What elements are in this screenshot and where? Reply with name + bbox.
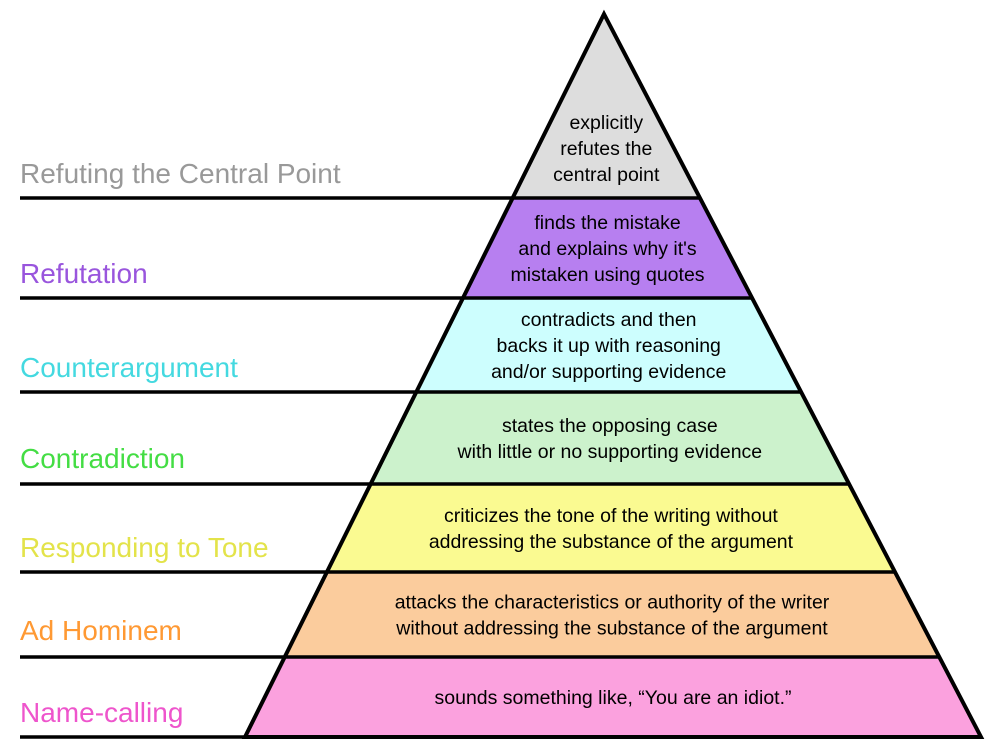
level-description-responding-to-tone: criticizes the tone of the writing witho…: [429, 505, 794, 553]
description-line: and explains why it's: [518, 238, 696, 260]
pyramid-outline: [241, 9, 985, 739]
description-line: finds the mistake: [534, 212, 680, 234]
description-line: states the opposing case: [502, 415, 718, 437]
level-title-responding-to-tone: Responding to Tone: [20, 532, 269, 563]
level-title-contradiction: Contradiction: [20, 443, 185, 474]
description-line: attacks the characteristics or authority…: [395, 592, 830, 614]
level-description-refutation: finds the mistake and explains why it's mi…: [511, 212, 705, 286]
band-contradiction: [370, 392, 850, 484]
level-descriptions: explicitly refutes the central point finds …: [395, 112, 830, 709]
description-line: central point: [553, 164, 660, 186]
band-refutation: [462, 198, 753, 298]
level-description-name-calling: sounds something like, “You are an idiot…: [435, 687, 792, 709]
pyramid-bands: [245, 14, 981, 737]
level-description-refuting-the-central-point: explicitly refutes the central point: [553, 112, 660, 186]
description-line: sounds something like, “You are an idiot…: [435, 687, 792, 709]
description-line: explicitly: [569, 112, 643, 134]
level-title-counterargument: Counterargument: [20, 352, 238, 383]
description-line: mistaken using quotes: [511, 264, 705, 286]
description-line: refutes the: [560, 138, 652, 160]
pyramid-outline-triangle: [241, 9, 985, 739]
level-description-contradiction: states the opposing case with little or n…: [457, 415, 763, 463]
level-title-refuting-the-central-point: Refuting the Central Point: [20, 158, 341, 189]
description-line: and/or supporting evidence: [491, 361, 726, 383]
level-titles: Refuting the Central PointRefutationCoun…: [20, 158, 341, 728]
description-line: addressing the substance of the argument: [429, 531, 794, 553]
band-ad-hominem: [284, 572, 940, 657]
band-name-calling: [245, 657, 981, 737]
level-description-ad-hominem: attacks the characteristics or authority…: [395, 592, 830, 640]
description-line: with little or no supporting evidence: [457, 441, 763, 463]
description-line: backs it up with reasoning: [497, 335, 721, 357]
band-counterargument: [416, 298, 802, 392]
level-title-refutation: Refutation: [20, 258, 148, 289]
band-refuting-the-central-point: [512, 14, 700, 198]
level-title-name-calling: Name-calling: [20, 697, 183, 728]
level-description-counterargument: contradicts and then backs it up with rea…: [491, 309, 726, 383]
level-title-ad-hominem: Ad Hominem: [20, 615, 182, 646]
band-responding-to-tone: [326, 484, 895, 572]
description-line: contradicts and then: [521, 309, 697, 331]
description-line: criticizes the tone of the writing witho…: [444, 505, 778, 527]
description-line: without addressing the substance of the …: [395, 618, 828, 640]
